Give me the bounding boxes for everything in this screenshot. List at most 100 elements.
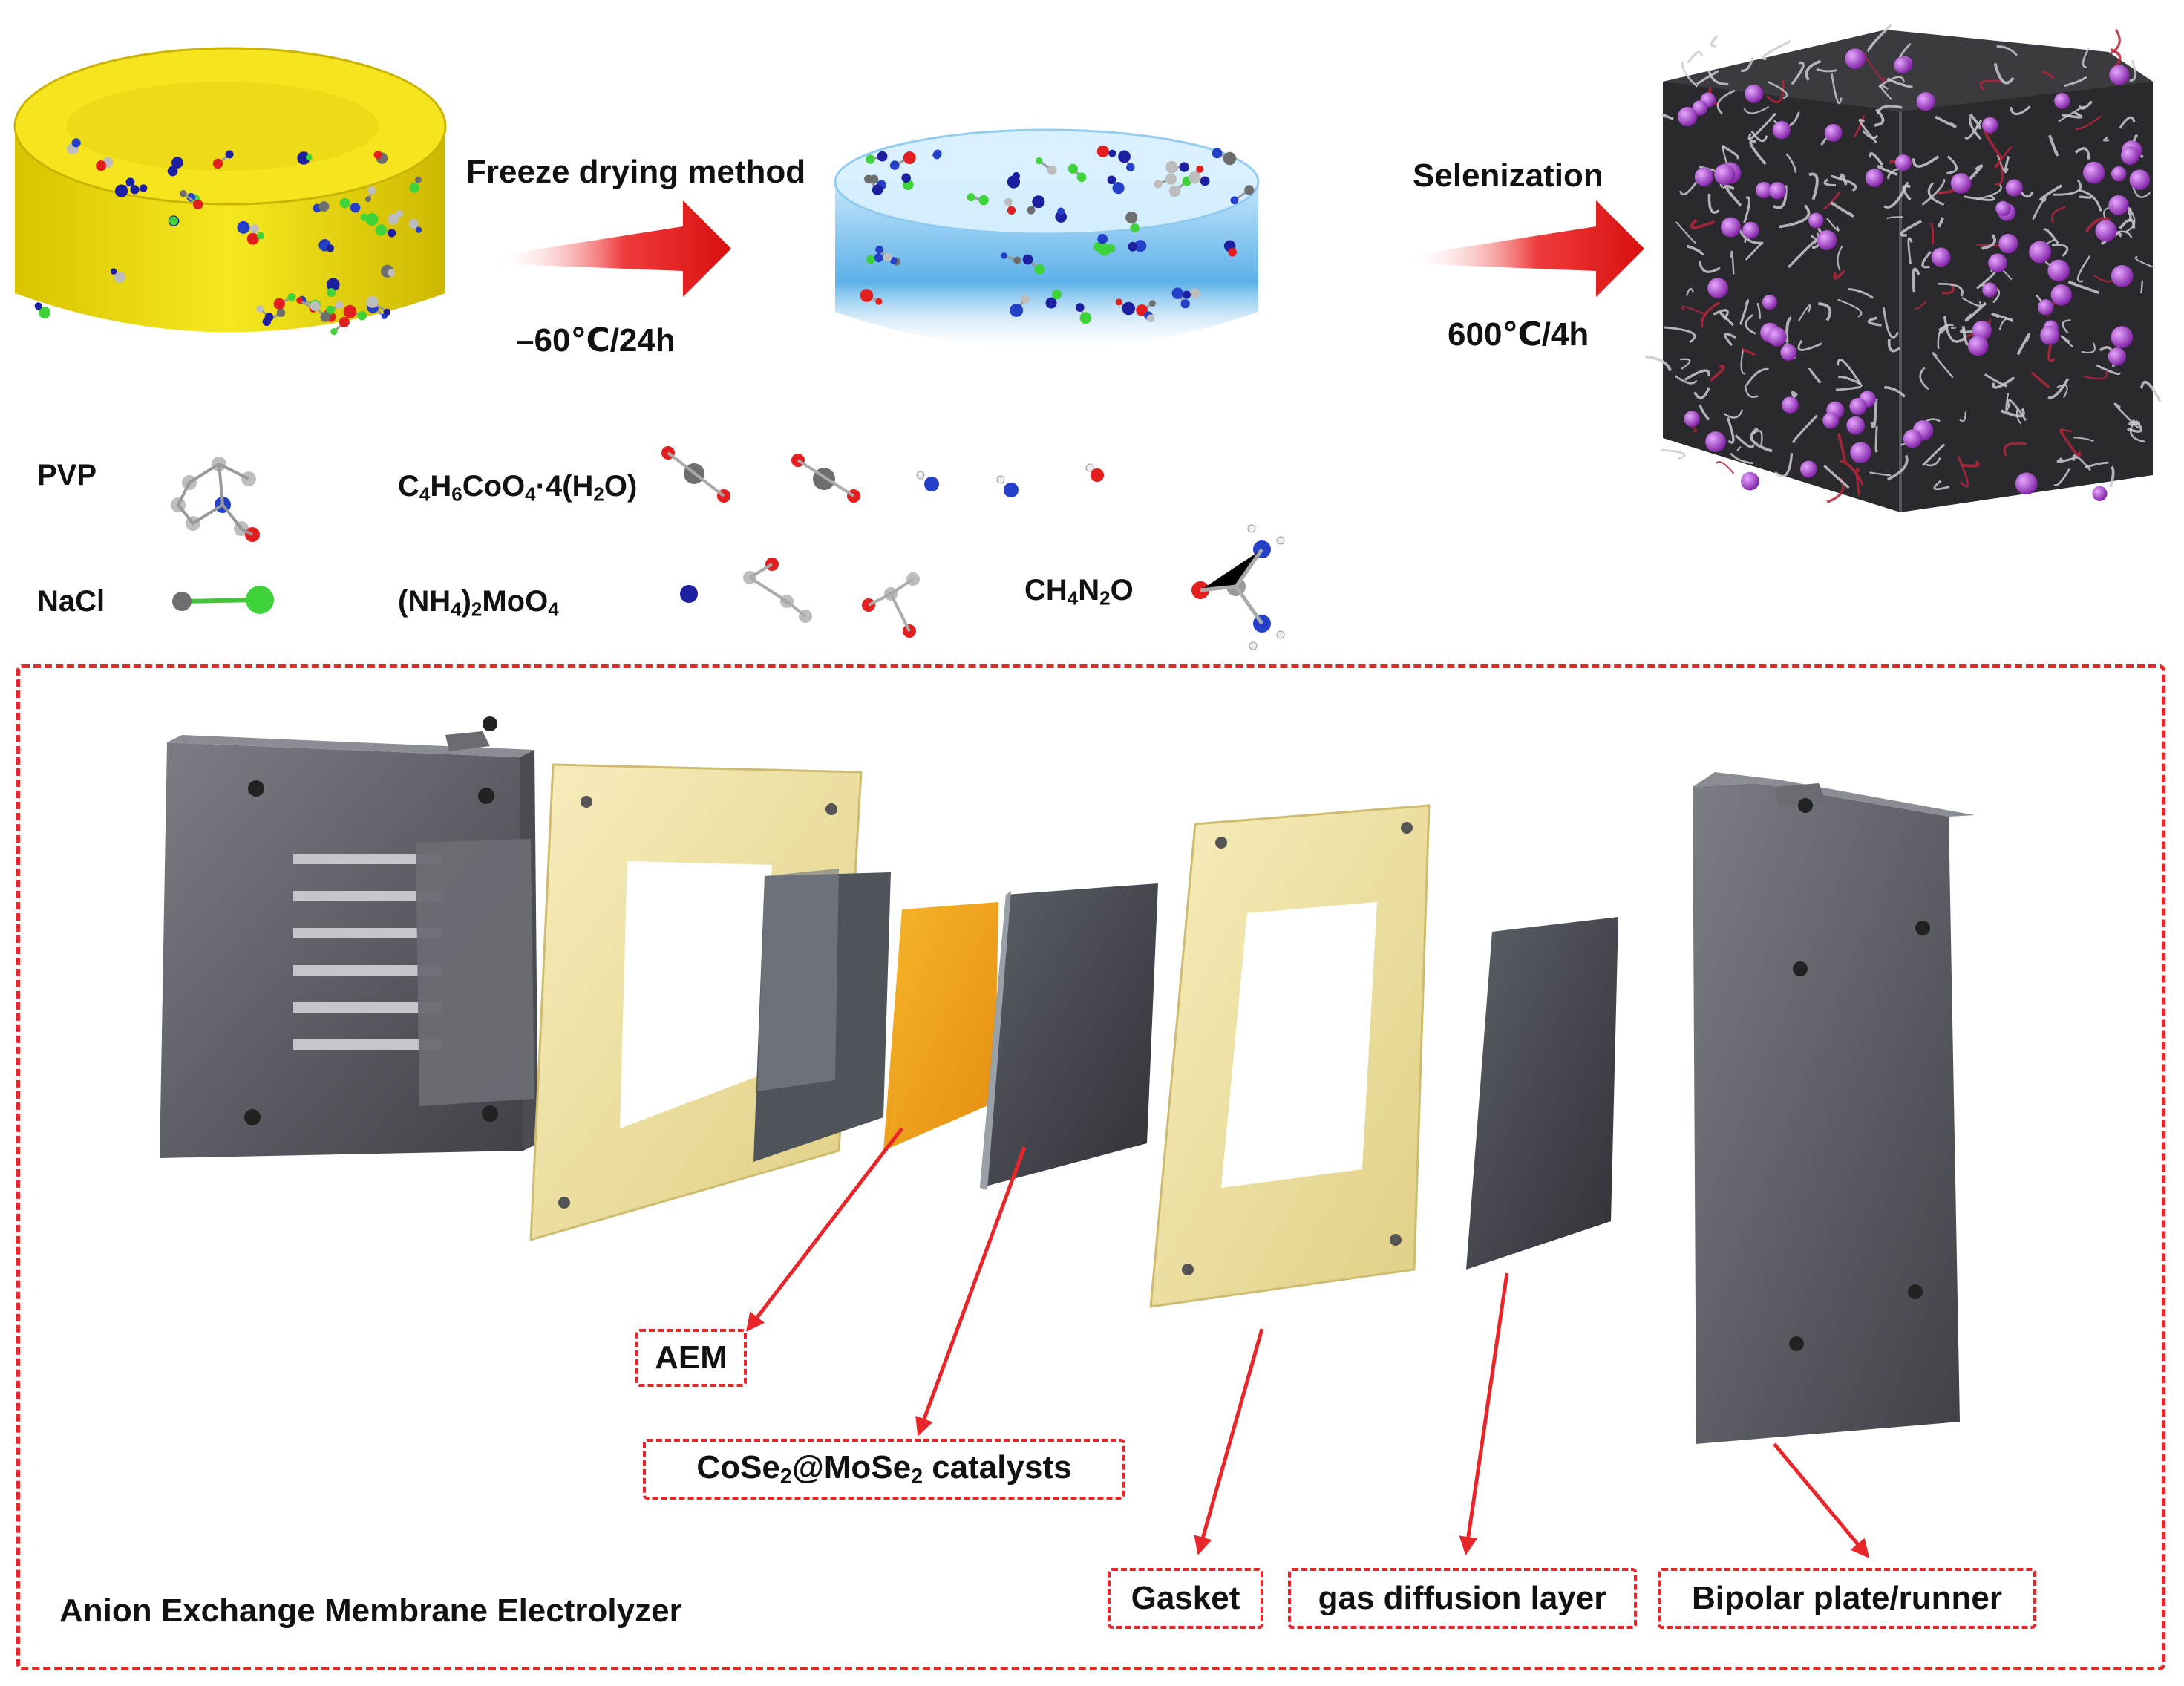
- cube-fiber: [1797, 339, 1822, 351]
- cube-fiber: [1840, 460, 1864, 486]
- molecule-atom: [320, 312, 331, 322]
- cube-fiber: [1870, 398, 1878, 429]
- cube-fiber: [2096, 364, 2121, 376]
- molecule-atom: [326, 244, 335, 252]
- cube-fiber: [1696, 70, 1719, 85]
- molecule-atom: [1230, 196, 1239, 205]
- cube-fiber: [2076, 255, 2091, 283]
- step1-condition-label: –60℃/24h: [516, 322, 676, 359]
- frozen-molecules: [860, 145, 1255, 324]
- molecule-atom: [273, 298, 285, 310]
- molecule-atom: [225, 150, 234, 159]
- cube-fiber: [1868, 152, 1884, 166]
- cube-fiber: [1919, 367, 1929, 391]
- cube-fiber: [1929, 223, 1935, 245]
- cube-fiber: [2082, 48, 2090, 69]
- cube-fiber: [1740, 349, 1746, 375]
- gas-diffusion-layer-right: [1466, 917, 1618, 1270]
- cube-fiber: [2001, 408, 2025, 418]
- selenium-atom: [2111, 166, 2127, 182]
- gasket-label: Gasket: [1131, 1580, 1240, 1616]
- molecule-atom: [1051, 290, 1062, 300]
- cube-fiber: [1724, 333, 1736, 347]
- process-arrow-1: [494, 200, 731, 297]
- cube-fiber: [1961, 460, 1980, 468]
- catalysts-label: CoSe2@MoSe2 catalysts: [696, 1448, 1072, 1489]
- molecule-atom: [383, 308, 391, 316]
- cube-fiber: [1709, 365, 1725, 382]
- cube-fiber: [1921, 179, 1946, 206]
- cube-fiber: [1740, 347, 1756, 356]
- selenium-atom: [1995, 200, 2011, 217]
- selenium-atom: [1950, 173, 1972, 194]
- cube-fiber: [2085, 217, 2111, 233]
- cube-fiber: [2056, 456, 2079, 463]
- cube-fiber: [1693, 387, 1710, 399]
- cube-fiber: [2019, 191, 2034, 198]
- cube-fiber: [1837, 433, 1847, 463]
- molecule-atom: [1096, 145, 1109, 157]
- selenium-atom: [1967, 335, 1989, 356]
- cube-fiber: [1797, 304, 1811, 322]
- selenium-atom: [1998, 233, 2018, 254]
- cube-fiber: [1674, 375, 1698, 385]
- cube-fiber: [1816, 68, 1837, 73]
- molecule-atom: [409, 182, 419, 193]
- cube-fiber: [2047, 378, 2070, 399]
- cube-fiber: [2016, 333, 2031, 356]
- cube-fiber: [1684, 369, 1710, 382]
- cube-fiber: [1964, 194, 1995, 201]
- molecule-atom: [1045, 297, 1057, 309]
- cube-fiber: [2068, 281, 2100, 295]
- cube-fiber: [1739, 299, 1750, 325]
- cube-fiber: [1719, 311, 1734, 327]
- molecule-atom: [339, 197, 350, 209]
- cube-fiber: [2109, 28, 2121, 55]
- cube-fiber: [1734, 434, 1755, 448]
- cube-fiber: [1707, 69, 1729, 86]
- electrolyzer-title: Anion Exchange Membrane Electrolyzer: [59, 1592, 682, 1629]
- molecule-atom: [365, 213, 379, 226]
- molecule-atom: [932, 151, 941, 160]
- molecule-atom: [1068, 163, 1078, 174]
- cube-fiber: [2081, 342, 2096, 353]
- cube-fiber: [1823, 191, 1841, 210]
- cube-fiber: [1766, 79, 1785, 103]
- molecule-atom: [1118, 150, 1131, 163]
- molecule-atom: [1047, 165, 1057, 175]
- molecule-atom: [310, 301, 321, 312]
- cube-fiber: [1750, 130, 1768, 143]
- cube-fiber: [2052, 244, 2069, 258]
- cube-fiber: [1661, 448, 1686, 460]
- molecule-atom: [193, 199, 203, 210]
- selenium-atom: [1740, 471, 1759, 491]
- molecule-atom: [1098, 243, 1111, 256]
- cube-fiber: [1767, 81, 1788, 99]
- molecule-atom: [1190, 288, 1200, 299]
- cube-fiber: [2078, 100, 2093, 110]
- molecule-atom: [1136, 304, 1148, 316]
- selenium-atom: [2040, 325, 2060, 345]
- molecule-atom: [1200, 176, 1210, 186]
- selenium-atom: [2108, 347, 2127, 366]
- cube-fiber: [2109, 465, 2115, 488]
- legend-pvp-label: PVP: [37, 459, 97, 491]
- selenium-atom: [1972, 320, 1992, 341]
- molecule-atom: [396, 209, 404, 218]
- molecule-atom: [415, 226, 422, 233]
- legend-nacl-label: NaCl: [37, 585, 105, 618]
- cube-fiber: [2125, 206, 2136, 233]
- molecule-atom: [296, 297, 303, 304]
- cube-fiber: [1661, 114, 1674, 120]
- cube-fiber: [2005, 393, 2011, 411]
- cube-fiber: [1785, 316, 1792, 342]
- cube-fiber: [2009, 105, 2031, 116]
- molecule-atom: [1034, 264, 1045, 275]
- selenium-atom: [2109, 65, 2130, 85]
- cube-fiber: [2015, 408, 2022, 425]
- selenium-atom: [1782, 396, 1799, 414]
- cube-fiber: [2060, 428, 2073, 433]
- cube-fiber: [1959, 411, 1967, 422]
- cube-fiber: [1722, 145, 1739, 160]
